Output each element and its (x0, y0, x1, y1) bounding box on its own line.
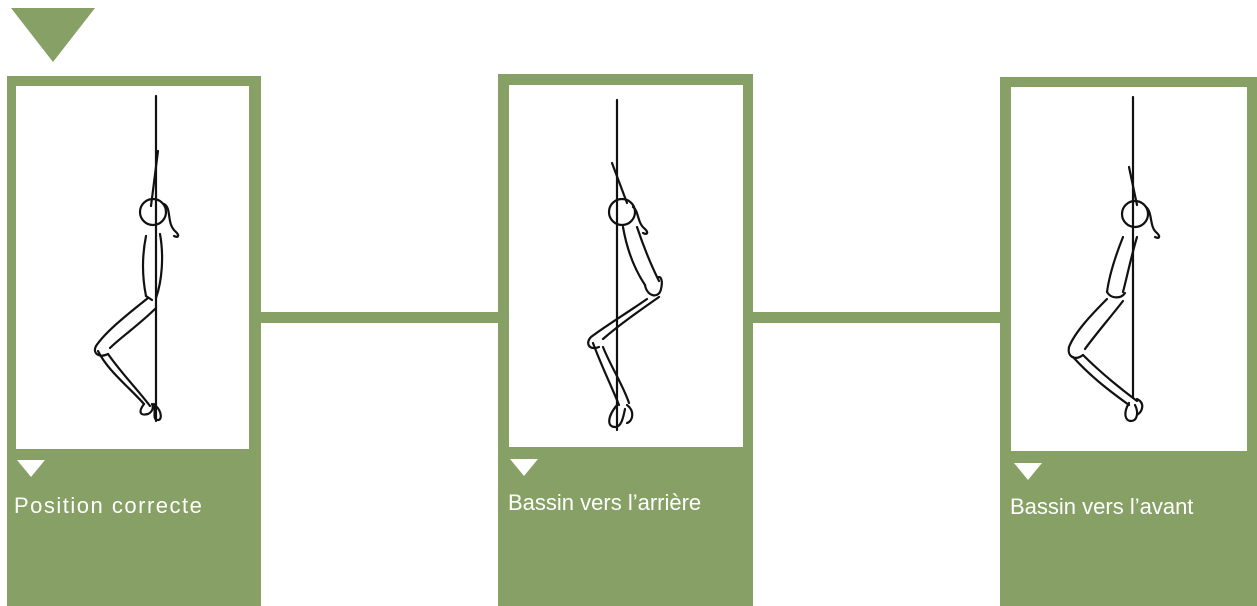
panel-pelvis-forward: Bassin vers l’avant (1000, 77, 1257, 606)
triangle-down-icon (11, 8, 95, 62)
panel-correct-position: Position correcte (7, 76, 261, 606)
pole-figure-illustration (509, 85, 743, 447)
triangle-down-icon (1014, 463, 1042, 480)
pole-figure-illustration (16, 86, 249, 449)
illustration-frame (1011, 87, 1247, 451)
panel-caption: Bassin vers l’avant (1010, 494, 1193, 520)
illustration-frame (16, 86, 249, 449)
connector-line (753, 312, 1000, 323)
illustration-frame (509, 85, 743, 447)
panel-caption: Position correcte (14, 493, 203, 519)
triangle-down-icon (510, 459, 538, 476)
panel-pelvis-backward: Bassin vers l’arrière (498, 74, 753, 606)
triangle-down-icon (17, 460, 45, 477)
connector-line (261, 312, 498, 323)
panel-caption: Bassin vers l’arrière (508, 490, 701, 516)
pole-figure-illustration (1011, 87, 1247, 451)
